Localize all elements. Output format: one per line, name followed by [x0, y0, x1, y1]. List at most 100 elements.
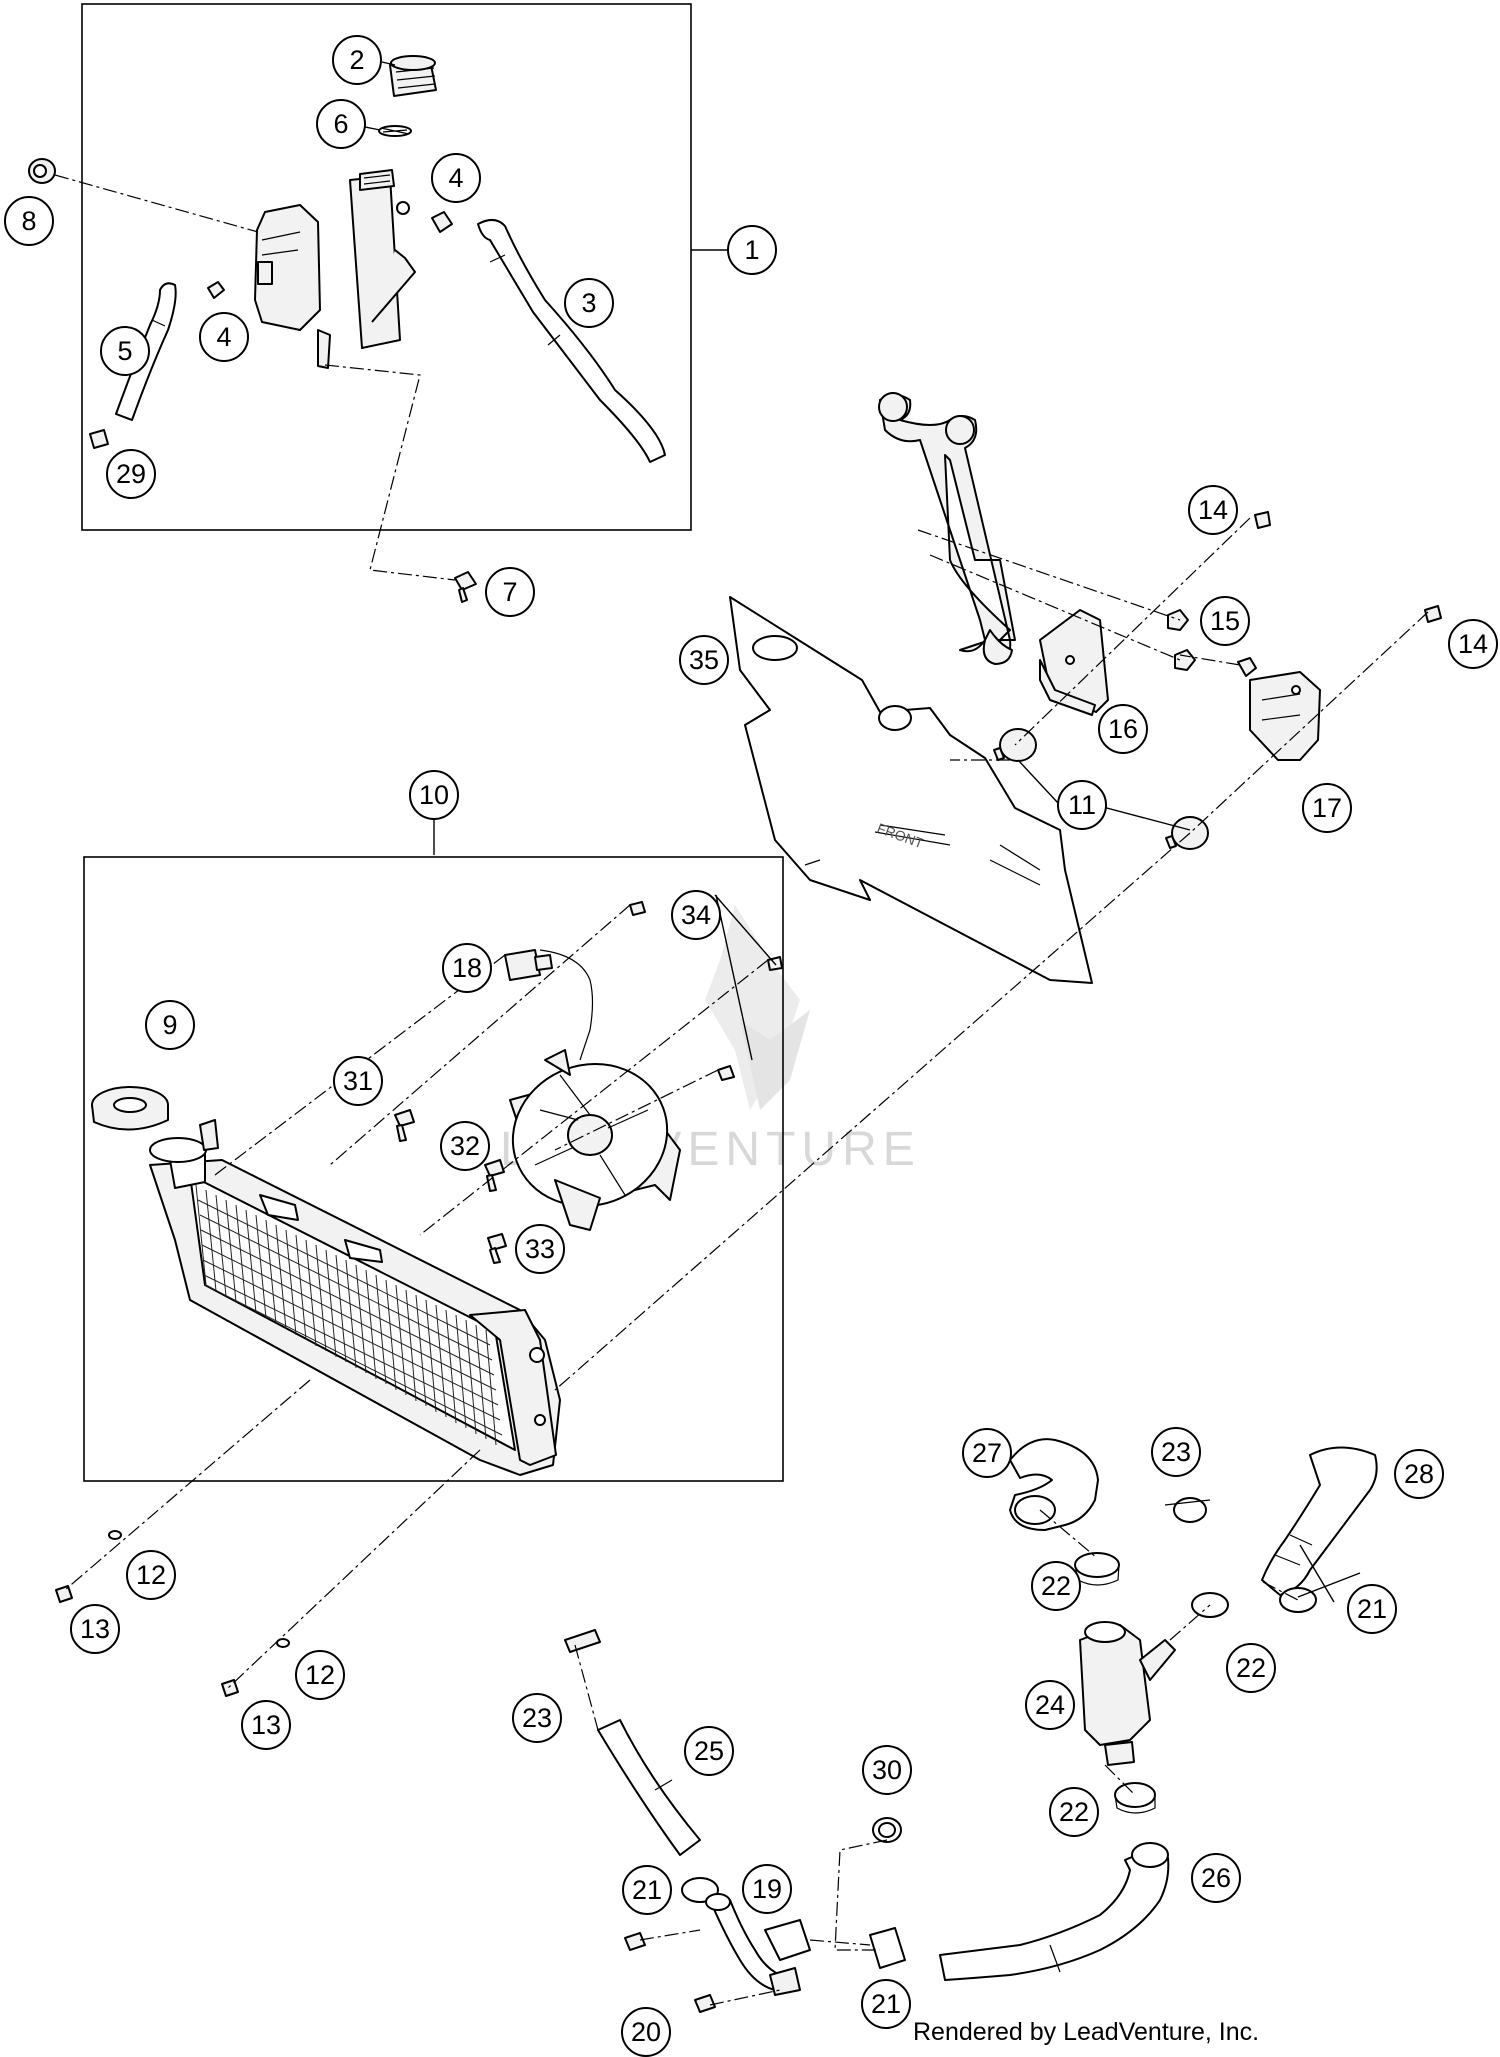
svg-text:30: 30	[872, 1755, 902, 1785]
svg-text:22: 22	[1236, 1653, 1266, 1683]
callout-31: 31	[333, 1056, 383, 1106]
callout-15: 15	[1200, 596, 1250, 646]
svg-text:19: 19	[752, 1874, 782, 1904]
bolt-14-part	[1254, 511, 1442, 623]
svg-text:15: 15	[1210, 606, 1240, 636]
svg-text:11: 11	[1068, 790, 1096, 820]
callout-6: 6	[316, 99, 366, 149]
plug-29-part	[89, 429, 109, 449]
svg-text:13: 13	[251, 1710, 281, 1740]
callout-12-lower: 12	[295, 1650, 345, 1700]
hose-25-part	[597, 1719, 701, 1856]
svg-text:35: 35	[689, 645, 719, 675]
svg-text:4: 4	[216, 322, 231, 352]
pipe-19-part	[705, 1893, 811, 1996]
hose-26-part	[939, 1842, 1170, 1981]
callout-21-left: 21	[622, 1865, 672, 1915]
svg-text:14: 14	[1458, 629, 1488, 659]
bracket-17-part	[1249, 671, 1321, 761]
callout-23-upper: 23	[1151, 1427, 1201, 1477]
svg-text:12: 12	[136, 1560, 166, 1590]
callout-5: 5	[100, 326, 150, 376]
svg-text:26: 26	[1201, 1863, 1231, 1893]
svg-text:8: 8	[21, 206, 36, 236]
callout-9: 9	[145, 1000, 195, 1050]
callout-28: 28	[1394, 1449, 1444, 1499]
callout-27: 27	[962, 1428, 1012, 1478]
svg-text:3: 3	[581, 288, 596, 318]
radiator-assembly-box	[83, 856, 784, 1482]
callout-14-upper: 14	[1188, 485, 1238, 535]
callout-21-bottom: 21	[861, 1979, 911, 2029]
svg-text:7: 7	[502, 577, 517, 607]
callout-14-lower: 14	[1448, 619, 1498, 669]
callout-26: 26	[1191, 1853, 1241, 1903]
washers-nuts-12-13-part	[55, 1530, 290, 1697]
callout-22-lower: 22	[1049, 1787, 1099, 1837]
callout-25: 25	[684, 1726, 734, 1776]
large-hose-28-part	[1261, 1446, 1378, 1596]
callout-29: 29	[106, 449, 156, 499]
callout-33: 33	[515, 1224, 565, 1274]
svg-text:16: 16	[1108, 714, 1138, 744]
expansion-tank-part	[254, 169, 416, 369]
svg-text:27: 27	[972, 1438, 1002, 1468]
radiator-part	[149, 1119, 561, 1476]
svg-text:34: 34	[681, 900, 711, 930]
elbow-hose-27-part	[1009, 1438, 1099, 1531]
cap-part	[389, 55, 437, 97]
callout-23-lower: 23	[512, 1693, 562, 1743]
callout-20: 20	[621, 2007, 671, 2057]
callout-24: 24	[1025, 1680, 1075, 1730]
svg-text:20: 20	[631, 2017, 661, 2047]
rubber-grommet-part	[28, 158, 56, 184]
svg-text:14: 14	[1198, 495, 1228, 525]
callout-30: 30	[862, 1745, 912, 1795]
callout-16: 16	[1098, 704, 1148, 754]
callout-7: 7	[485, 567, 535, 617]
leader-lines	[349, 61, 1361, 1603]
overflow-hose-part	[477, 219, 666, 463]
svg-text:12: 12	[305, 1660, 335, 1690]
callout-34: 34	[671, 890, 721, 940]
screws-20-part	[624, 1932, 716, 2013]
callout-22-upper: 22	[1031, 1561, 1081, 1611]
svg-text:21: 21	[632, 1875, 662, 1905]
callout-4-upper: 4	[431, 153, 481, 203]
callout-32: 32	[440, 1121, 490, 1171]
svg-text:6: 6	[333, 109, 348, 139]
o-ring-30-part	[872, 1817, 902, 1843]
svg-text:17: 17	[1312, 793, 1342, 823]
svg-text:9: 9	[162, 1010, 177, 1040]
hose-clamp-part	[207, 211, 453, 299]
callout-13-lower: 13	[241, 1700, 291, 1750]
upper-bracket-part	[878, 392, 1109, 716]
svg-text:21: 21	[871, 1989, 901, 2019]
svg-text:2: 2	[349, 45, 364, 75]
svg-text:5: 5	[117, 336, 132, 366]
screws-31-32-33-part	[394, 1109, 507, 1264]
callout-1: 1	[727, 225, 777, 275]
svg-text:21: 21	[1357, 1594, 1387, 1624]
callout-21-right: 21	[1347, 1584, 1397, 1634]
callout-4-lower: 4	[199, 312, 249, 362]
svg-text:29: 29	[116, 459, 146, 489]
svg-text:1: 1	[744, 235, 759, 265]
render-credit: Rendered by LeadVenture, Inc.	[913, 2018, 1259, 2046]
svg-text:33: 33	[525, 1234, 555, 1264]
callout-22-middle: 22	[1226, 1643, 1276, 1693]
callout-19: 19	[742, 1864, 792, 1914]
svg-text:23: 23	[522, 1703, 552, 1733]
svg-text:10: 10	[419, 780, 449, 810]
callout-3: 3	[564, 278, 614, 328]
svg-text:32: 32	[450, 1131, 480, 1161]
clamps-22-part	[1074, 1552, 1229, 1814]
radiator-cap-part	[91, 1086, 169, 1131]
svg-text:4: 4	[448, 163, 463, 193]
svg-text:13: 13	[80, 1614, 110, 1644]
callout-13-upper: 13	[70, 1604, 120, 1654]
thermostat-housing-24-part	[1079, 1621, 1176, 1766]
callout-10: 10	[409, 770, 459, 820]
callout-18: 18	[442, 943, 492, 993]
